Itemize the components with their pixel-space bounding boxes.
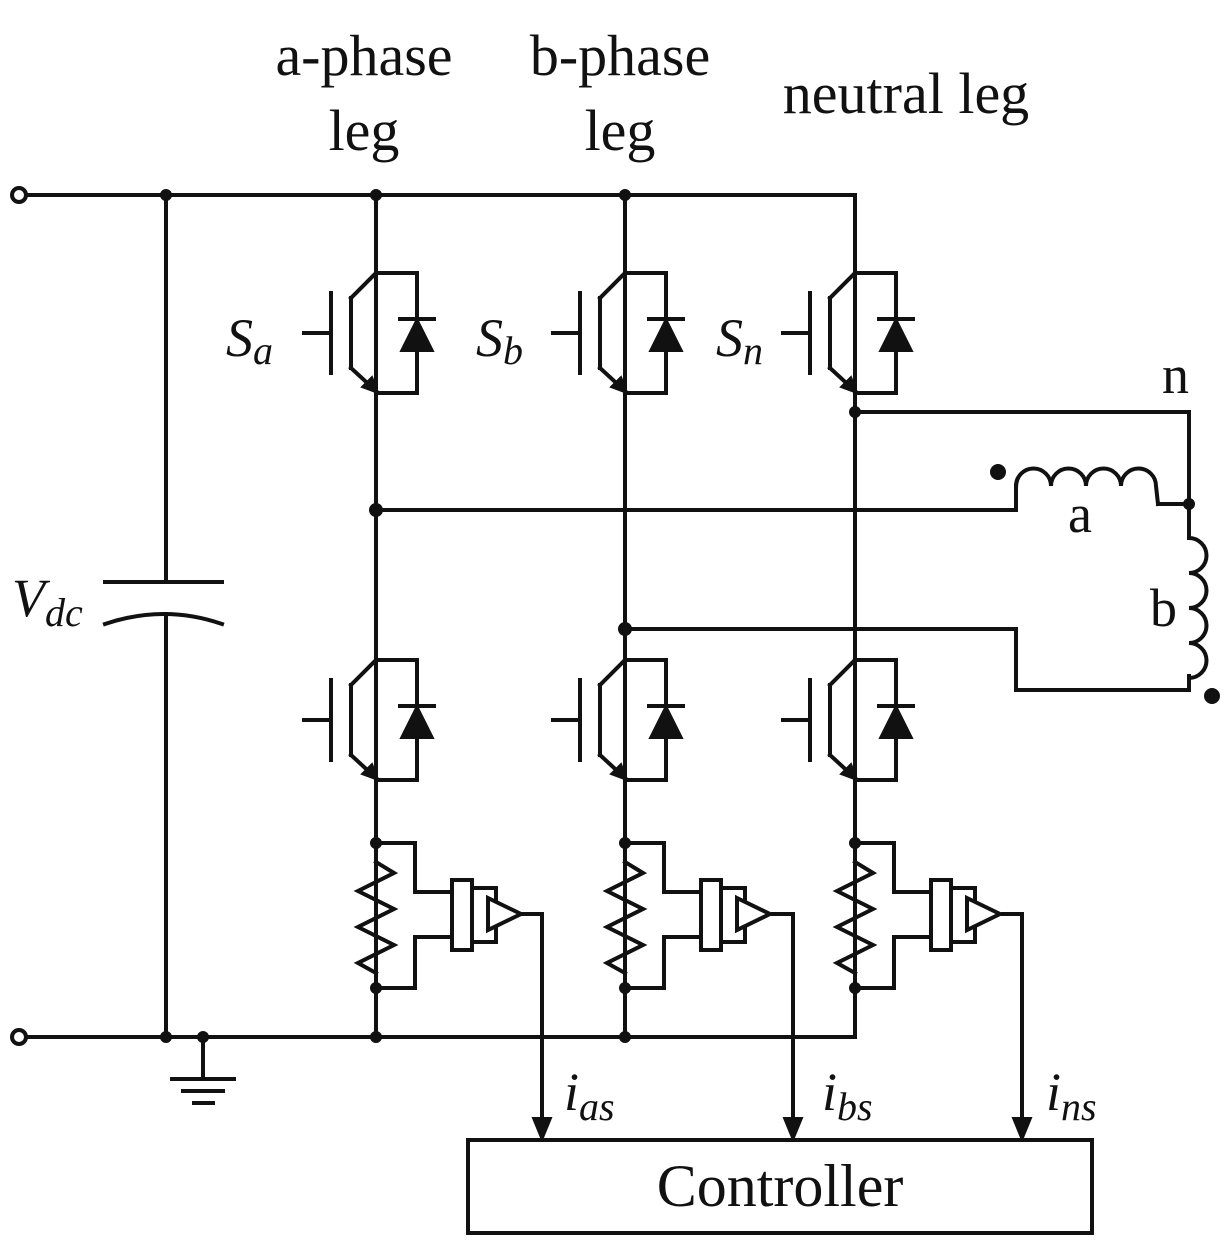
switch-sa-igbt (302, 270, 436, 395)
winding-b-label: b (1150, 578, 1177, 638)
winding-b-coil (1186, 535, 1209, 681)
shunt-sensor-b (602, 837, 775, 994)
dc-link-capacitor (102, 193, 225, 1039)
b-phase-leg-label-line2: leg (585, 98, 656, 163)
a-phase-leg-label: a-phase (275, 23, 452, 88)
vdc-label: Vdc (12, 568, 83, 635)
controller-label: Controller (657, 1153, 904, 1219)
shunt-sensor-n (832, 837, 1005, 994)
neutral-terminal-label: n (1162, 345, 1189, 405)
winding-a-label: a (1068, 484, 1092, 544)
current-ibs-label: ibs (822, 1062, 873, 1129)
current-ins-label: ins (1046, 1062, 1097, 1129)
lower-switch-b-igbt (551, 657, 685, 782)
switch-sn-igbt (781, 270, 915, 395)
neutral-leg-label: neutral leg (783, 61, 1029, 126)
motor-windings (990, 464, 1220, 704)
switch-sa-label: Sa (226, 308, 273, 373)
b-phase-leg-label: b-phase (530, 23, 710, 88)
controller-block (466, 1138, 1094, 1235)
lower-switch-a-igbt (302, 657, 436, 782)
junction-dots (160, 189, 1195, 1043)
wiring (374, 193, 1191, 1143)
switch-sb-igbt (551, 270, 685, 395)
lower-switch-n-igbt (781, 657, 915, 782)
winding-a-coil (1013, 466, 1161, 507)
positive-terminal (10, 186, 28, 204)
switch-sn-label: Sn (716, 308, 763, 373)
negative-terminal (10, 1028, 28, 1046)
a-phase-leg-label-line2: leg (329, 98, 400, 163)
ground-symbol (170, 1035, 236, 1105)
switch-sb-label: Sb (476, 308, 523, 373)
winding-a-polarity-dot (990, 464, 1006, 480)
current-ias-label: ias (564, 1062, 615, 1129)
shunt-sensor-a (353, 837, 526, 994)
winding-b-polarity-dot (1204, 688, 1220, 704)
